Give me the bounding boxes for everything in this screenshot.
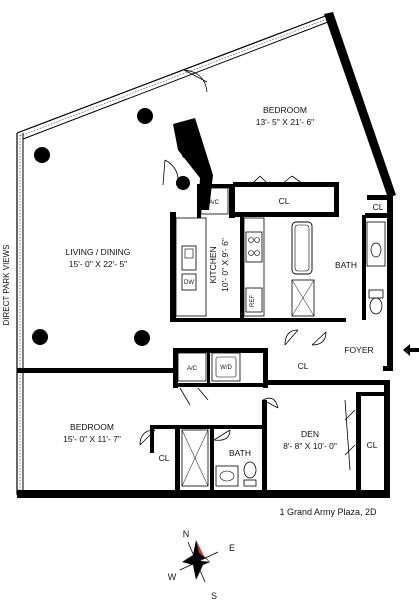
label-dishwasher: DW (184, 280, 194, 286)
compass-west: W (168, 572, 177, 582)
label-kitchen: KITCHEN (208, 246, 218, 283)
exterior-window-wall-west (16, 133, 24, 495)
structural-columns (32, 108, 190, 346)
kitchen-fixtures (175, 217, 265, 317)
compass-north: N (183, 529, 190, 539)
bath-main-fixtures (291, 221, 386, 317)
label-den: DEN (301, 429, 319, 439)
dims-den: 8'- 8" X 10'- 0" (283, 441, 337, 451)
label-refrigerator: REF (250, 295, 256, 307)
label-ac-upper: A/C (209, 200, 220, 206)
dims-living: 15'- 0" X 22'- 5" (69, 259, 127, 269)
compass-east: E (229, 543, 235, 553)
bath-second-fixtures (181, 429, 257, 487)
label-ac-lower: A/C (187, 366, 198, 372)
label-closet: CL (298, 361, 309, 371)
wall-living-bedroom (17, 368, 177, 373)
label-foyer: FOYER (344, 345, 373, 355)
label-bedroom-main: BEDROOM (263, 105, 307, 115)
label-bath-second: BATH (229, 448, 251, 458)
doors (139, 69, 393, 471)
label-closet: CL (159, 453, 170, 463)
dims-bedroom-main: 13'- 5" X 21'- 6" (256, 117, 314, 127)
compass-south: S (211, 591, 217, 600)
label-living: LIVING / DINING (66, 247, 131, 257)
entry-arrow-icon (403, 344, 419, 356)
compass-rose-icon (179, 540, 219, 583)
dims-bedroom-second: 15'- 0" X 11'- 7" (63, 434, 121, 444)
label-bedroom-second: BEDROOM (70, 422, 114, 432)
exterior-window-wall-northwest (16, 14, 329, 140)
dims-kitchen: 10'- 0" X 9'- 6" (220, 238, 230, 292)
label-direct-park-views: DIRECT PARK VIEWS (2, 244, 11, 325)
label-bath-main: BATH (335, 260, 357, 270)
exterior-wall-east (324, 12, 396, 198)
address-label: 1 Grand Army Plaza, 2D (279, 507, 377, 517)
label-closet: CL (182, 150, 193, 160)
label-closet: CL (367, 440, 378, 450)
utility-boxes (177, 187, 241, 382)
label-closet: CL (373, 202, 384, 212)
exterior-wall-south (17, 490, 267, 498)
label-closet: CL (279, 196, 290, 206)
label-washer-dryer: W/D (220, 365, 232, 371)
